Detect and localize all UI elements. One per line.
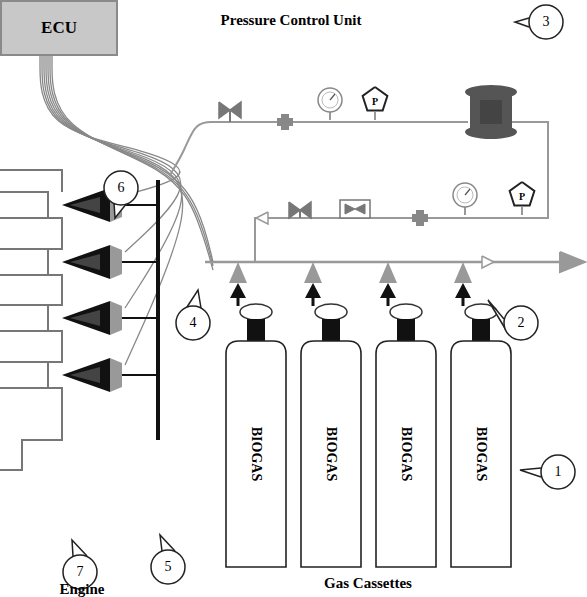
cylinder-label: BIOGAS [398,427,414,481]
cylinder-valve [229,262,497,342]
callout-number: 3 [543,14,550,30]
callout-number: 1 [555,464,562,480]
gas-cylinder: BIOGAS [450,340,512,568]
unit-label: ECU [41,18,77,38]
callout-balloon [63,5,575,589]
gas-pipe [170,122,585,272]
pipe-fitting [219,85,534,226]
unit-heading: Pressure Control Unit [221,12,362,29]
callout-number: 2 [518,315,525,331]
gas-cylinder: BIOGAS [300,340,362,568]
gas-cylinder: BIOGAS [375,340,437,568]
callout-number: 7 [77,564,84,580]
cassettes-label: Gas Cassettes [324,575,412,592]
callout-number: 6 [118,180,125,196]
cylinder-label: BIOGAS [323,427,339,481]
pressure-sensor-mark: P [372,96,378,107]
ecu-wire [40,55,213,365]
pressure-sensor-mark: P [519,191,525,202]
gas-injector [62,180,158,440]
gas-cylinder: BIOGAS [225,340,287,568]
callout-number: 4 [190,315,197,331]
control-unit-box: ECU [0,0,118,56]
engine-outline [0,170,62,470]
cylinder-label: BIOGAS [248,427,264,481]
cylinder-label: BIOGAS [473,427,489,481]
engine-label: Engine [59,581,104,597]
callout-number: 5 [165,559,172,575]
